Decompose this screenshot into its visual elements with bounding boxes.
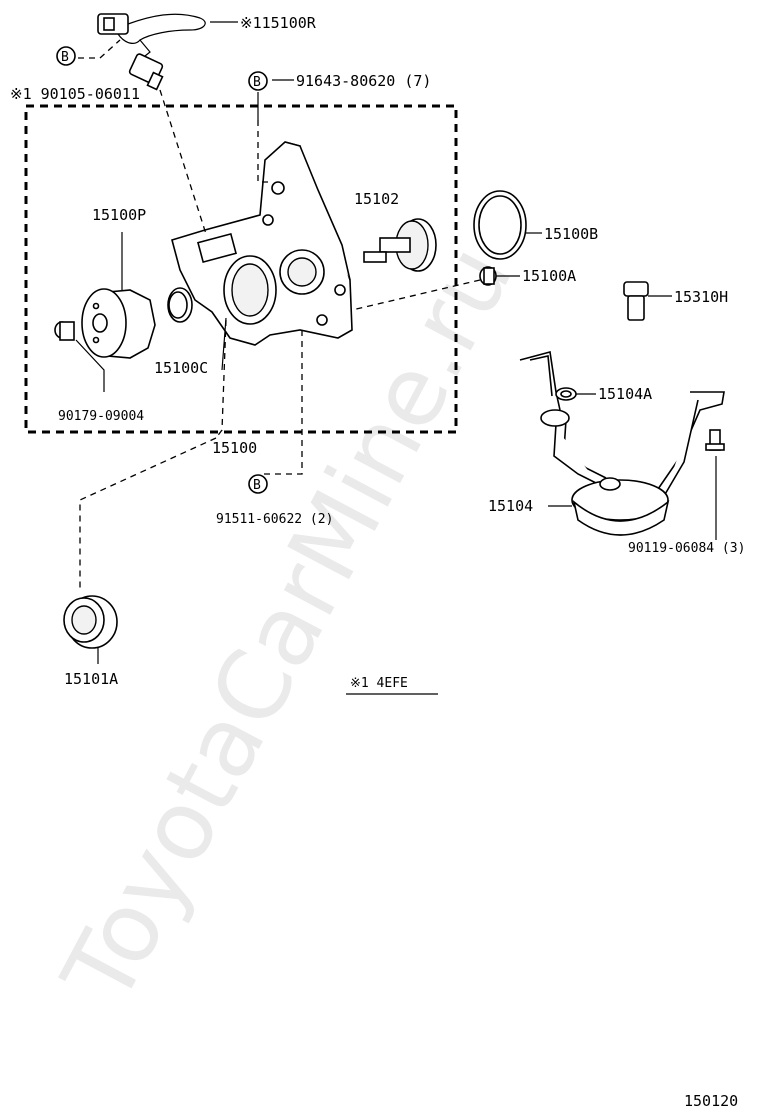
plug xyxy=(479,266,497,286)
label-rotor-set: 15102 xyxy=(354,190,399,208)
label-pump-assy: 15100 xyxy=(212,439,257,457)
bolt-marker-b-2: B xyxy=(248,71,268,91)
label-gasket: 15104A xyxy=(598,385,652,403)
bolt-marker-b-1: B xyxy=(56,46,76,66)
label-sensor: ※115100R xyxy=(240,14,317,32)
svg-text:B: B xyxy=(61,50,69,65)
pump-rotor-set xyxy=(363,218,437,272)
label-sensor-bolt: ※1 90105-06011 xyxy=(10,85,140,103)
assembly-boundary-box xyxy=(24,104,458,434)
label-plug-bolt: 90179-09004 xyxy=(58,409,144,424)
svg-text:B: B xyxy=(253,75,261,90)
label-pump-bolt: 91511-60622 (2) xyxy=(216,512,333,527)
oil-strainer xyxy=(519,350,725,536)
strainer-gasket xyxy=(555,387,577,401)
label-drive-gear: 15100P xyxy=(92,206,146,224)
label-oil-seal-a: 15101A xyxy=(64,670,118,688)
sensor-dash xyxy=(159,89,207,235)
oil-seal-c xyxy=(167,287,193,323)
label-plug: 15100A xyxy=(522,267,576,285)
diagram-code: 150120 xyxy=(684,1092,738,1110)
label-o-ring: 15100B xyxy=(544,225,598,243)
label-strainer-bolt: 90119-06084 (3) xyxy=(628,541,745,556)
label-strainer: 15104 xyxy=(488,497,533,515)
crank-position-sensor xyxy=(97,13,206,91)
bolt-marker-b-3: B xyxy=(248,474,268,494)
gear-bolt xyxy=(54,321,75,341)
o-ring xyxy=(473,190,527,260)
oil-seal-a xyxy=(63,595,118,649)
svg-text:B: B xyxy=(253,478,261,493)
label-oil-seal-c: 15100C xyxy=(154,359,208,377)
engine-note: ※1 4EFE xyxy=(350,676,408,691)
strainer-bolt xyxy=(705,429,725,451)
label-relief-valve: 15310H xyxy=(674,288,728,306)
drive-gear xyxy=(81,288,156,359)
label-cover-bolt: 91643-80620 (7) xyxy=(296,72,431,90)
oil-pump-body xyxy=(171,141,353,346)
relief-valve xyxy=(623,281,649,321)
